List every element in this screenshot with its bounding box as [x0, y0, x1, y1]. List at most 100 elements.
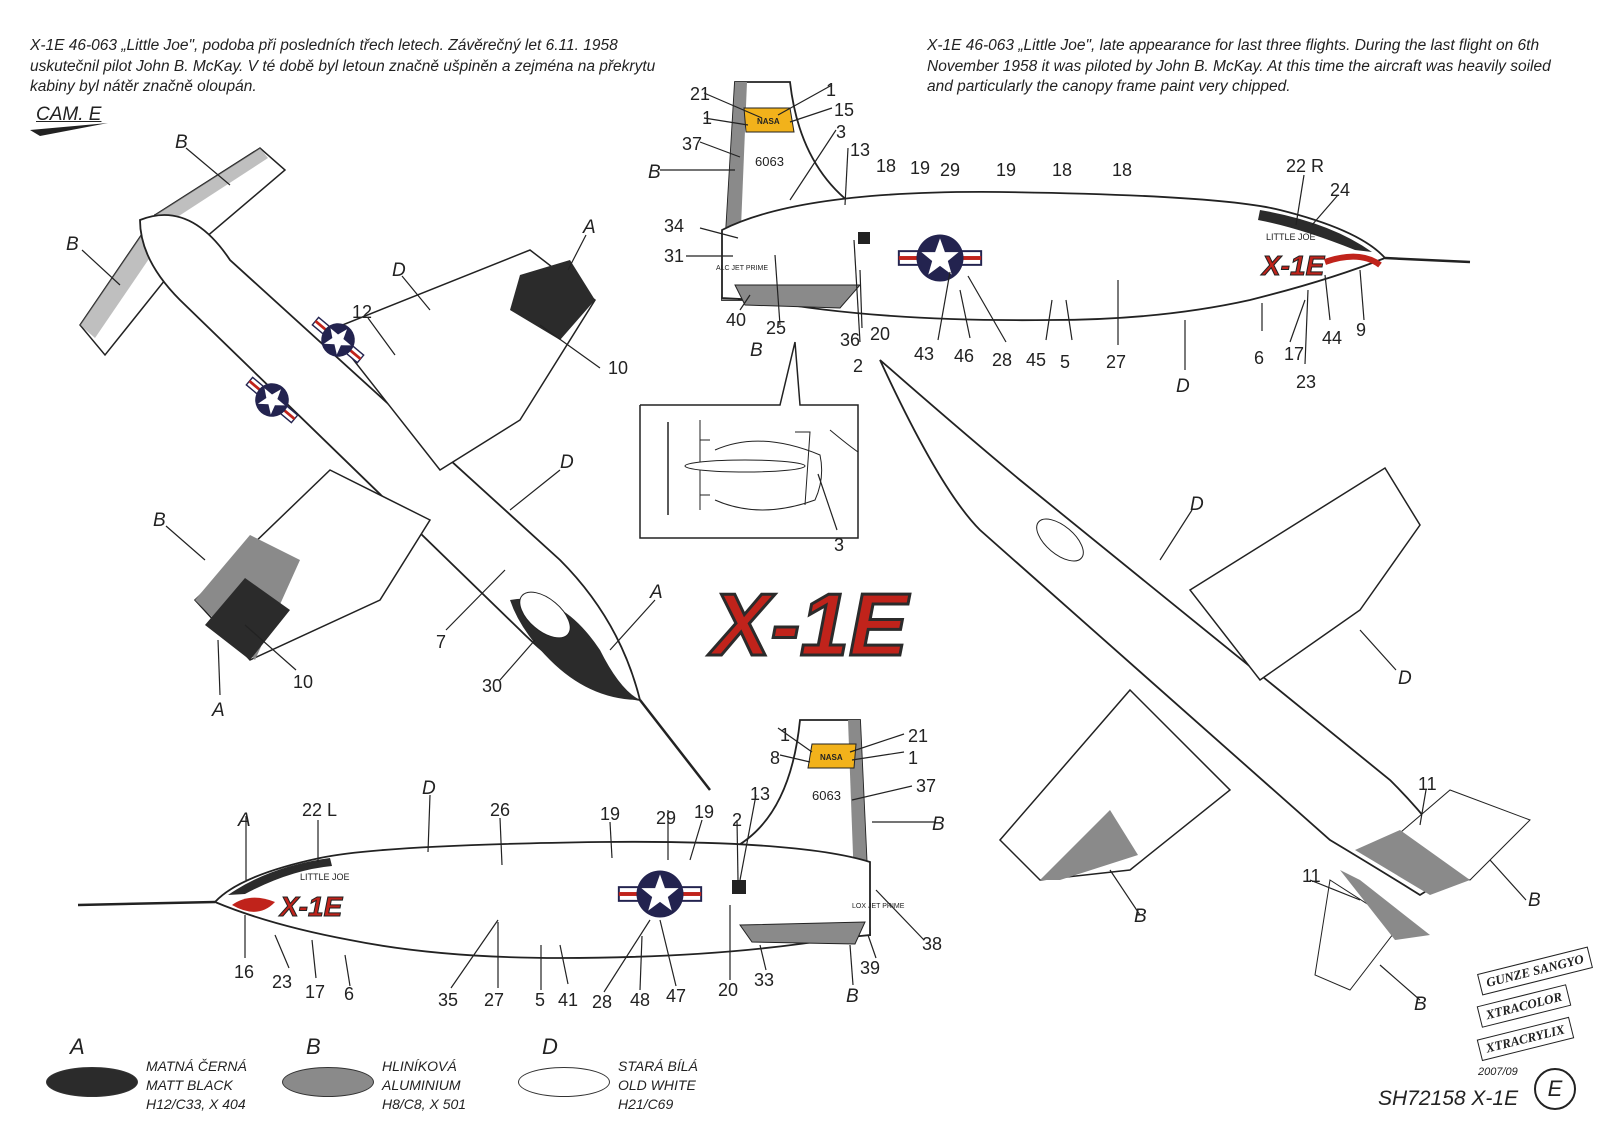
side-l-label-21: 21: [908, 726, 928, 746]
side-l-nasa-text: NASA: [820, 753, 843, 762]
top-label-B3: B: [153, 510, 166, 531]
side-r-x1e: X-1E: [1260, 250, 1326, 281]
side-r-label-45: 45: [1026, 350, 1046, 370]
side-r-label-1a: 1: [826, 80, 836, 100]
x1e-logo: X-1E: [707, 575, 910, 674]
detail-label-3: 3: [834, 535, 844, 555]
side-r-canopy-black: [1258, 210, 1372, 252]
top-wingtip-right-black: [510, 260, 595, 340]
side-l-ventral: [739, 921, 866, 945]
side-r-label-19b: 19: [996, 160, 1016, 180]
side-r-nasa-text: NASA: [757, 117, 780, 126]
side-l-canopy-black: [228, 858, 332, 895]
side-l-label-28: 28: [592, 992, 612, 1012]
side-l-label-22L: 22 L: [302, 800, 337, 820]
side-r-pitot: [1384, 256, 1471, 264]
side-r-label-9: 9: [1356, 320, 1366, 340]
bottom-view: D D 11 11 B B B: [879, 359, 1541, 1015]
side-r-square-13: [858, 232, 870, 244]
side-view-right: NASA 6063 X-1E LITTLE JOE: [648, 80, 1471, 397]
side-l-square-13: [732, 880, 746, 894]
side-l-label-47: 47: [666, 986, 686, 1006]
top-label-30: 30: [482, 676, 502, 696]
side-r-label-46: 46: [954, 346, 974, 366]
side-l-label-38: 38: [922, 934, 942, 954]
side-r-label-40: 40: [726, 310, 746, 330]
side-r-label-43: 43: [914, 344, 934, 364]
side-l-nose-emblem: [232, 897, 275, 912]
top-label-12: 12: [352, 302, 372, 322]
side-r-label-27: 27: [1106, 352, 1126, 372]
legend-swatch: [46, 1067, 138, 1097]
date: 2007/09: [1478, 1066, 1518, 1078]
side-r-nose-arrow: [1324, 253, 1382, 268]
side-r-serial: 6063: [755, 154, 784, 169]
side-l-loxjet: LOX JET PRIME: [852, 903, 905, 910]
side-r-label-5: 5: [1060, 352, 1070, 372]
side-r-label-23: 23: [1296, 372, 1316, 392]
side-r-label-B1: B: [648, 162, 661, 183]
bottom-fuselage: [879, 359, 1462, 897]
side-r-label-20: 20: [870, 324, 890, 344]
camo-variant-circle: E: [1534, 1068, 1576, 1110]
bottom-wing-left: [998, 688, 1232, 881]
side-r-alcjet: ALC JET PRIME: [716, 265, 768, 272]
side-l-label-16: 16: [234, 962, 254, 982]
top-view: B B A D 12 10 D B 7 A 10 A 30: [66, 132, 711, 791]
top-label-D2: D: [560, 452, 574, 473]
top-label-10b: 10: [293, 672, 313, 692]
top-label-B1: B: [175, 132, 188, 153]
side-l-label-35: 35: [438, 990, 458, 1010]
side-l-serial: 6063: [812, 788, 841, 803]
side-l-label-19a: 19: [600, 804, 620, 824]
side-l-label-19b: 19: [694, 802, 714, 822]
product-code: SH72158 X-1E: [1378, 1087, 1519, 1110]
detail-box: 3: [639, 341, 859, 555]
side-l-label-B2: B: [846, 986, 859, 1007]
side-r-label-44: 44: [1322, 328, 1342, 348]
camo-swoosh: [30, 123, 108, 136]
top-pitot: [639, 699, 711, 791]
top-label-D1: D: [392, 260, 406, 281]
side-l-x1e: X-1E: [278, 891, 344, 922]
side-l-label-5: 5: [535, 990, 545, 1010]
side-r-label-18c: 18: [1112, 160, 1132, 180]
top-label-10a: 10: [608, 358, 628, 378]
side-l-label-27: 27: [484, 990, 504, 1010]
side-r-label-D: D: [1176, 376, 1190, 397]
side-view-left: NASA 6063 X-1E LITTLE JOE LOX JET PRIME …: [77, 232, 945, 1012]
side-l-pitot: [77, 900, 216, 907]
side-r-label-3: 3: [836, 122, 846, 142]
side-l-label-17: 17: [305, 982, 325, 1002]
legend-letter: B: [306, 1034, 321, 1059]
top-label-7: 7: [436, 632, 446, 652]
side-l-label-20: 20: [718, 980, 738, 1000]
bottom-label-11a: 11: [1418, 774, 1437, 794]
side-r-label-25: 25: [766, 318, 786, 338]
side-r-label-34: 34: [664, 216, 684, 236]
bottom-label-D2: D: [1398, 668, 1412, 689]
side-l-label-33: 33: [754, 970, 774, 990]
side-r-label-B2: B: [750, 340, 763, 361]
side-l-label-37: 37: [916, 776, 936, 796]
top-fuselage: [139, 214, 642, 702]
side-r-label-31: 31: [664, 246, 684, 266]
legend-letter: A: [70, 1034, 85, 1059]
side-r-ventral: [734, 284, 862, 309]
side-r-label-1b: 1: [702, 108, 712, 128]
side-l-label-13: 13: [750, 784, 770, 804]
side-l-label-23: 23: [272, 972, 292, 992]
side-r-fuselage: [721, 191, 1387, 322]
side-l-label-41: 41: [558, 990, 578, 1010]
top-canopy: [519, 591, 571, 639]
side-l-nasa-band: [807, 743, 857, 769]
top-label-A3: A: [211, 700, 225, 721]
bottom-wingtip-aluminium: [1040, 810, 1138, 880]
top-label-A2: A: [649, 582, 663, 603]
legend-swatch: [282, 1067, 374, 1097]
side-l-label-29: 29: [656, 808, 676, 828]
bottom-label-B3: B: [1414, 994, 1427, 1015]
bottom-label-B1: B: [1134, 906, 1147, 927]
side-r-label-37: 37: [682, 134, 702, 154]
